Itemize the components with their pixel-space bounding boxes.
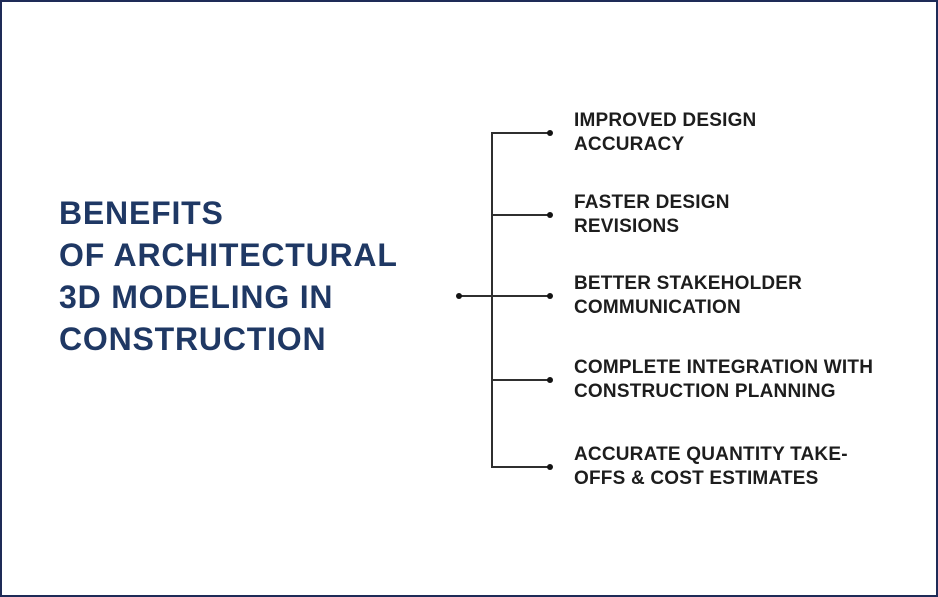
- benefit-label: OFFS & COST ESTIMATES: [574, 468, 819, 489]
- branch-line-1: [491, 132, 550, 134]
- branch-line-4: [491, 379, 550, 381]
- benefit-label: REVISIONS: [574, 216, 680, 237]
- bullet-dot-5: [547, 464, 553, 470]
- benefit-label: ACCURATE QUANTITY TAKE-: [574, 444, 848, 465]
- benefit-label: BETTER STAKEHOLDER: [574, 273, 803, 294]
- benefit-item-faster-design-revisions: FASTER DESIGN REVISIONS: [574, 191, 919, 239]
- benefit-item-better-stakeholder-communication: BETTER STAKEHOLDER COMMUNICATION: [574, 272, 919, 320]
- bullet-dot-3: [547, 293, 553, 299]
- benefit-label: CONSTRUCTION PLANNING: [574, 381, 836, 402]
- benefit-label: COMMUNICATION: [574, 297, 741, 318]
- branch-line-2: [491, 214, 550, 216]
- title-line-4: CONSTRUCTION: [59, 321, 327, 357]
- page-title: BENEFITS OF ARCHITECTURAL 3D MODELING IN…: [59, 192, 479, 360]
- bullet-dot-2: [547, 212, 553, 218]
- benefit-label: COMPLETE INTEGRATION WITH: [574, 357, 874, 378]
- benefit-label: ACCURACY: [574, 134, 685, 155]
- bullet-dot-4: [547, 377, 553, 383]
- connector-vertical-line: [491, 133, 493, 467]
- title-line-3: 3D MODELING IN: [59, 279, 334, 315]
- bullet-dot-1: [547, 130, 553, 136]
- branch-line-3-title-pointer: [459, 295, 550, 297]
- benefit-item-accurate-quantity-takeoffs: ACCURATE QUANTITY TAKE- OFFS & COST ESTI…: [574, 443, 919, 491]
- benefit-item-complete-integration: COMPLETE INTEGRATION WITH CONSTRUCTION P…: [574, 356, 919, 404]
- benefit-item-improved-design-accuracy: IMPROVED DESIGN ACCURACY: [574, 109, 919, 157]
- benefit-label: IMPROVED DESIGN: [574, 110, 757, 131]
- title-line-2: OF ARCHITECTURAL: [59, 237, 398, 273]
- benefit-label: FASTER DESIGN: [574, 192, 730, 213]
- title-pointer-dot: [456, 293, 462, 299]
- branch-line-5: [491, 466, 550, 468]
- title-line-1: BENEFITS: [59, 195, 224, 231]
